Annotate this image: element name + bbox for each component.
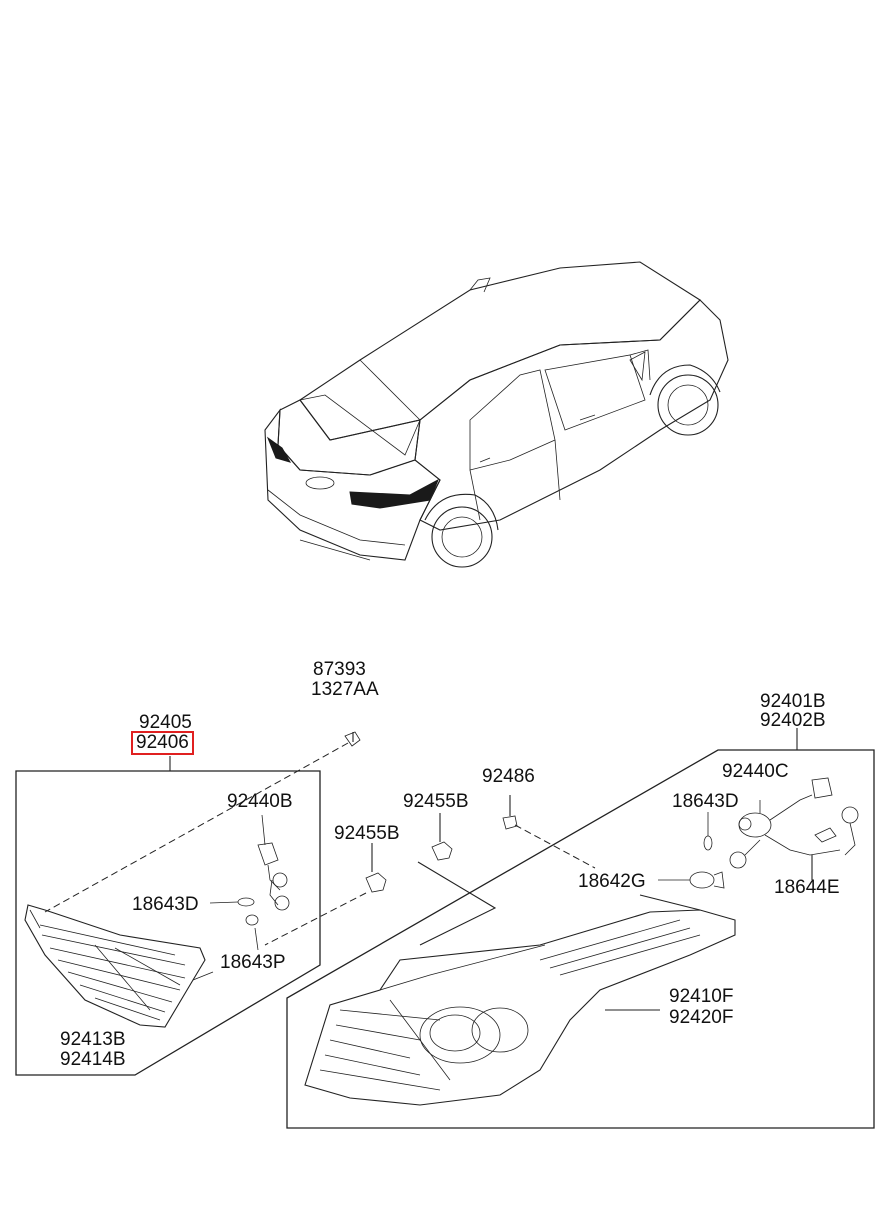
bulb-18643D-right [703, 835, 713, 851]
right-assembly-box [286, 728, 875, 1129]
label-92401B[interactable]: 92401B [760, 691, 826, 712]
label-92413B[interactable]: 92413B [60, 1029, 126, 1050]
screw-92486 [502, 795, 596, 869]
label-18642G[interactable]: 18642G [578, 871, 646, 892]
socket-92440B [257, 814, 290, 911]
label-18643D-left[interactable]: 18643D [132, 894, 199, 915]
label-92402B[interactable]: 92402B [760, 710, 826, 731]
car-illustration [264, 261, 729, 568]
bulb-18643D-left [237, 897, 255, 907]
label-92440C[interactable]: 92440C [722, 761, 789, 782]
outer-lamp-lens [304, 894, 736, 1106]
label-92455B-middle[interactable]: 92455B [334, 823, 400, 844]
label-92420F[interactable]: 92420F [669, 1007, 734, 1028]
label-92486[interactable]: 92486 [482, 766, 535, 787]
label-18643P[interactable]: 18643P [220, 952, 286, 973]
left-assembly-box [15, 742, 349, 1076]
label-92405[interactable]: 92405 [139, 712, 192, 733]
label-92440B[interactable]: 92440B [227, 791, 293, 812]
label-18644E[interactable]: 18644E [774, 877, 840, 898]
label-1327AA[interactable]: 1327AA [311, 679, 379, 700]
label-92406-highlighted[interactable]: 92406 [131, 731, 194, 755]
socket-92440C [729, 777, 859, 869]
label-92414B[interactable]: 92414B [60, 1049, 126, 1070]
nut-92455B-middle [264, 843, 387, 946]
label-18643D-right[interactable]: 18643D [672, 791, 739, 812]
nut-92455B-upper [417, 813, 497, 946]
nut-87393 [344, 731, 361, 747]
label-92455B-upper[interactable]: 92455B [403, 791, 469, 812]
bulb-18642G [658, 871, 725, 889]
inner-lamp-lens [24, 904, 206, 1028]
label-87393[interactable]: 87393 [313, 659, 366, 680]
bulb-18643P [245, 914, 259, 926]
label-92410F[interactable]: 92410F [669, 986, 734, 1007]
